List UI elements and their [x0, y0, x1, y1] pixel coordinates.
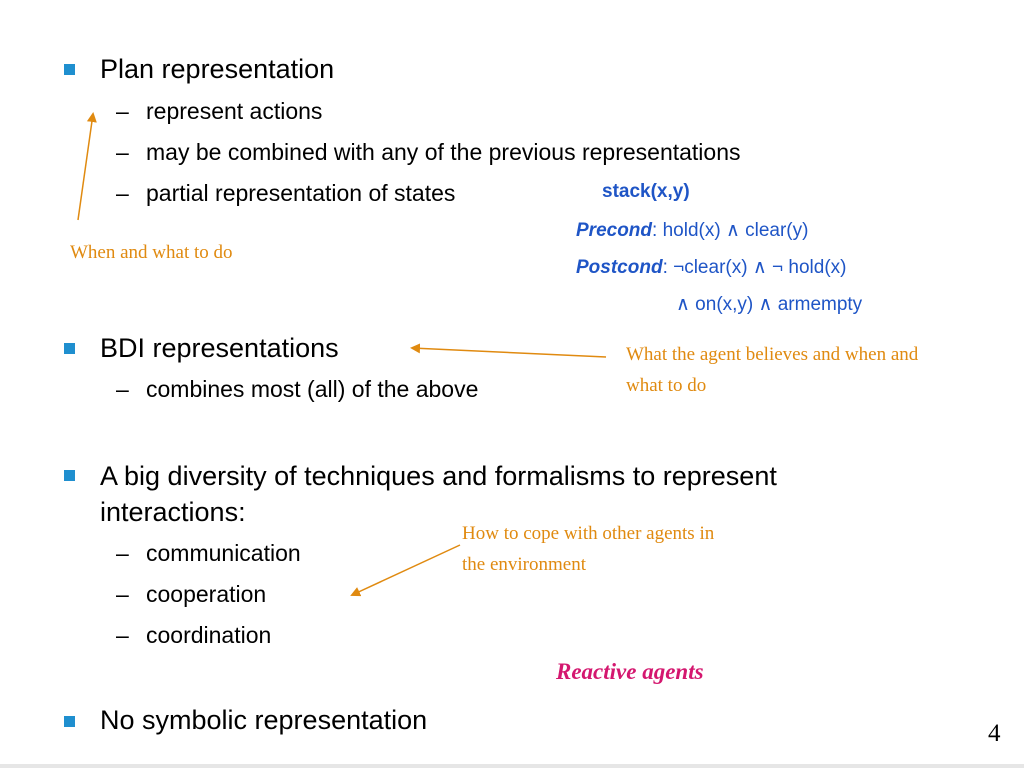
schema-postcond-continued: ∧ on(x,y) ∧ armempty [676, 294, 863, 315]
arrow-to-plan [77, 112, 97, 221]
page-number: 4 [988, 720, 1001, 747]
schema-name: stack(x,y) [602, 181, 690, 202]
schema-postcond: Postcond: ¬clear(x) ∧ ¬ hold(x) [576, 256, 846, 280]
dash-marker: – [116, 98, 129, 124]
bullet-diversity-of-techniques: A big diversity of techniques and formal… [100, 461, 777, 527]
subitem-communication: communication [146, 540, 301, 566]
bullet-marker [64, 64, 75, 75]
precond-label: Precond [576, 220, 653, 241]
bullet-marker [64, 343, 75, 354]
dash-marker: – [116, 622, 129, 648]
subitem-coordination: coordination [146, 622, 272, 648]
bullet-marker [64, 716, 75, 727]
note-when-and-what: When and what to do [70, 242, 233, 263]
schema-precond: Precond: hold(x) ∧ clear(y) [576, 219, 808, 243]
bullet-marker [64, 470, 75, 481]
note-agent-believes: What the agent believes and when and wha… [626, 344, 919, 396]
bullet-no-symbolic: No symbolic representation [100, 705, 428, 735]
bullet-bdi-representations: BDI representations [100, 333, 339, 363]
dash-marker: – [116, 540, 129, 566]
dash-marker: – [116, 180, 129, 206]
bottom-rule [0, 764, 1024, 768]
subitem-may-be-combined: may be combined with any of the previous… [146, 139, 741, 165]
dash-marker: – [116, 581, 129, 607]
subitem-represent-actions: represent actions [146, 98, 323, 124]
arrow-to-bdi [410, 343, 607, 358]
dash-marker: – [116, 139, 129, 165]
note-cope-with-agents: How to cope with other agents in the env… [462, 523, 715, 575]
reactive-agents-label: Reactive agents [556, 659, 704, 684]
dash-marker: – [116, 376, 129, 402]
arrow-to-communication [350, 544, 461, 597]
subitem-cooperation: cooperation [146, 581, 267, 607]
subitem-partial-representation: partial representation of states [146, 180, 456, 206]
bullet-plan-representation: Plan representation [100, 54, 335, 84]
subitem-combines-most: combines most (all) of the above [146, 376, 479, 402]
postcond-label: Postcond [576, 257, 663, 278]
precond-text: : hold(x) ∧ clear(y) [652, 220, 809, 241]
postcond-text: : ¬clear(x) ∧ ¬ hold(x) [662, 257, 847, 278]
